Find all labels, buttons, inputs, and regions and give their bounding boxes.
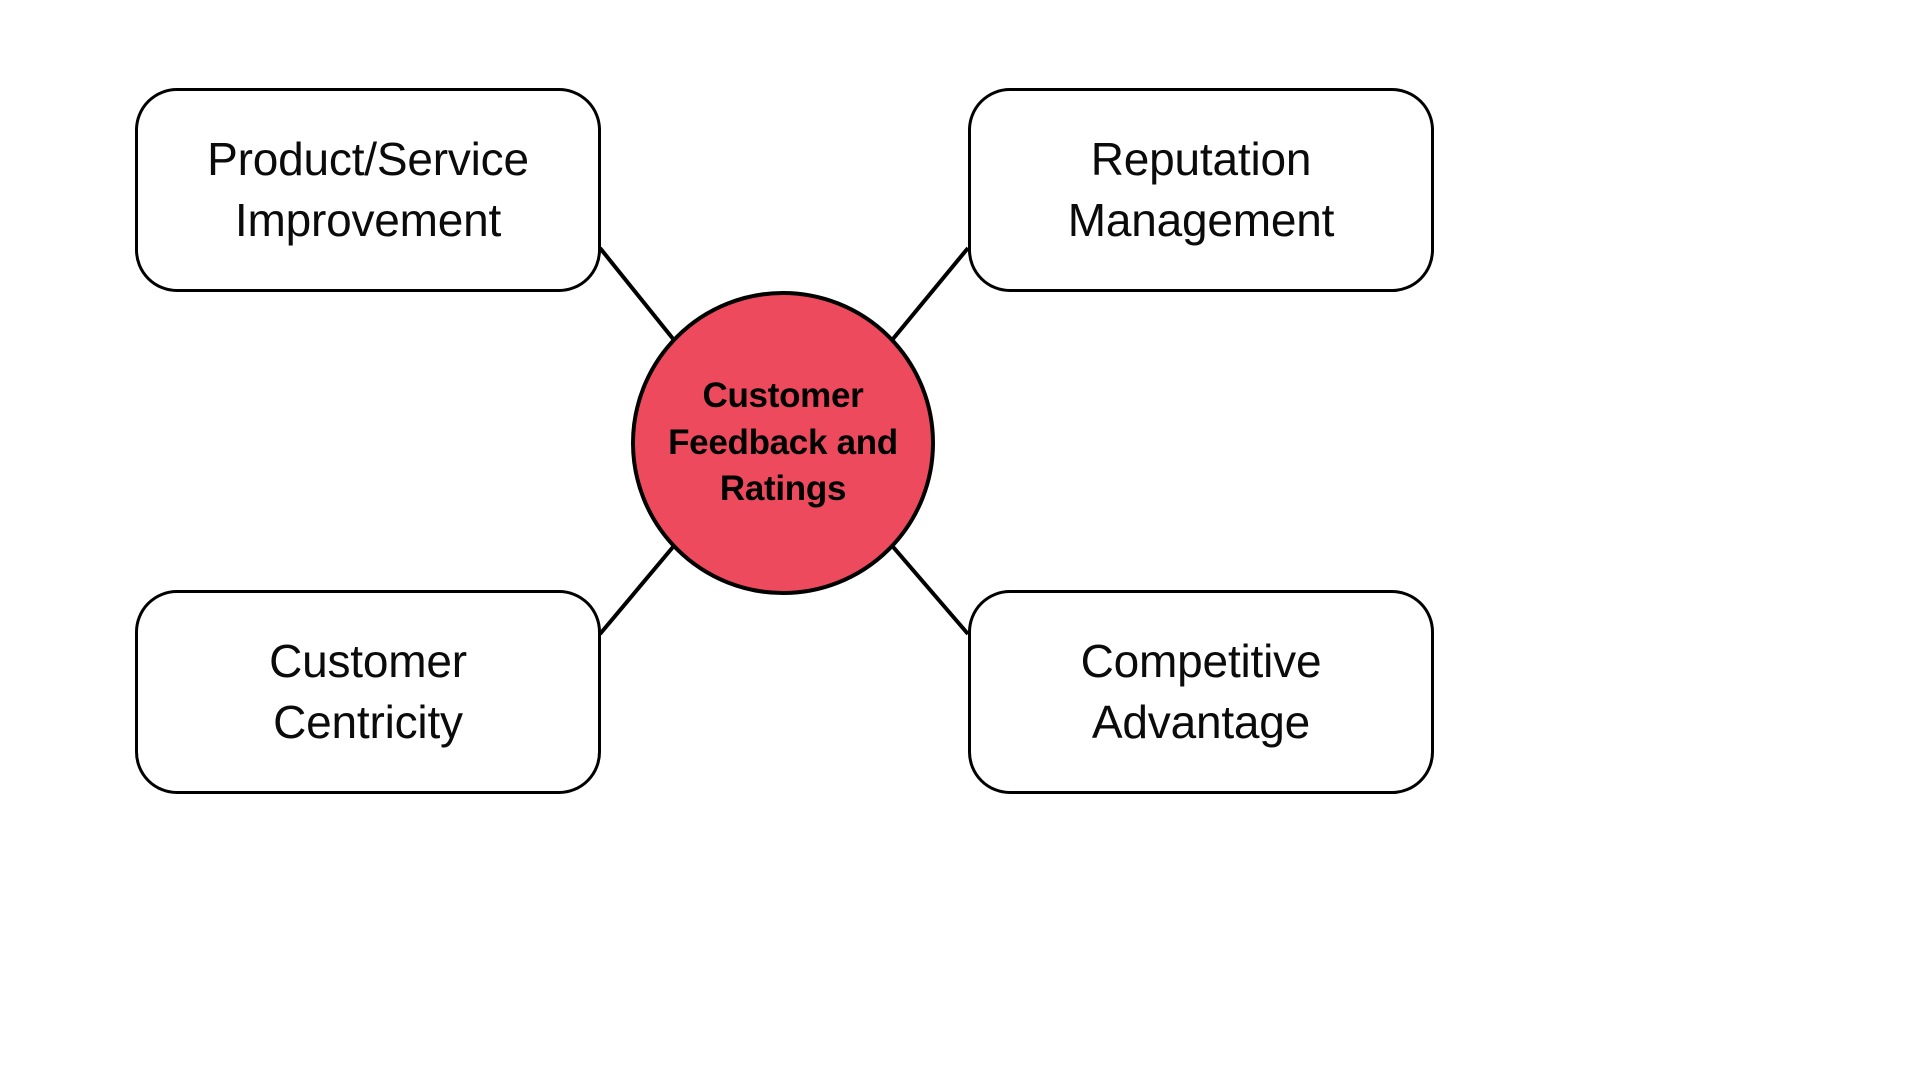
connector-hub-to-product-service-improvement (598, 246, 680, 347)
node-product-service-improvement[interactable]: Product/Service Improvement (135, 88, 601, 292)
node-product-service-improvement-label: Product/Service Improvement (207, 133, 529, 246)
node-customer-centricity-label: Customer Centricity (269, 635, 467, 748)
node-reputation-management[interactable]: Reputation Management (968, 88, 1434, 292)
connector-hub-to-customer-centricity (598, 539, 680, 636)
node-customer-centricity[interactable]: Customer Centricity (135, 590, 601, 794)
connector-hub-to-reputation-management (886, 246, 970, 347)
hub-node-label: Customer Feedback and Ratings (668, 375, 898, 509)
node-competitive-advantage[interactable]: Competitive Advantage (968, 590, 1434, 794)
node-reputation-management-label: Reputation Management (1067, 133, 1335, 246)
connector-hub-to-competitive-advantage (886, 539, 970, 636)
hub-node-customer-feedback-and-ratings[interactable]: Customer Feedback and Ratings (631, 291, 935, 595)
node-competitive-advantage-label: Competitive Advantage (1080, 635, 1322, 748)
